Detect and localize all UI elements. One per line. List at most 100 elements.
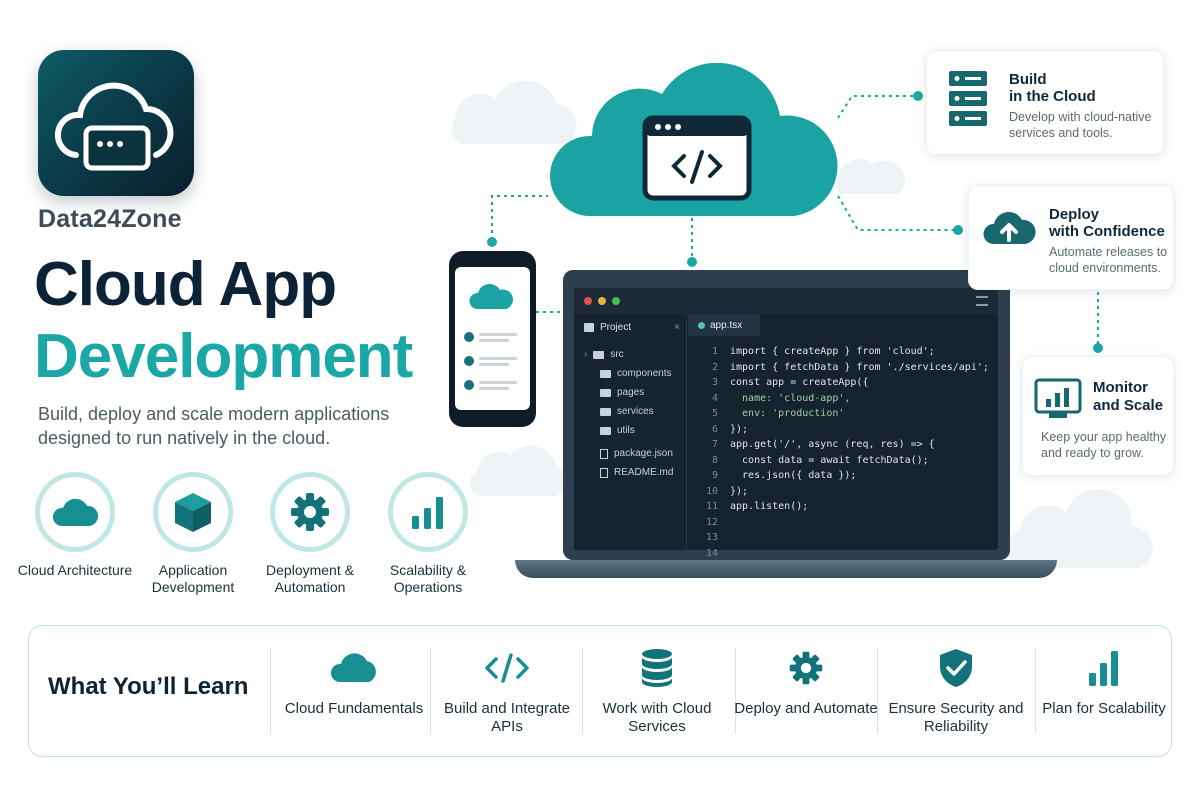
cube-icon — [175, 493, 211, 532]
shield-check-icon — [940, 649, 972, 687]
feature-label: Application Development — [151, 562, 235, 595]
project-label: Project — [600, 322, 632, 333]
divider — [430, 648, 431, 734]
code-line: env: 'production' — [730, 408, 845, 419]
minimize-window-dot[interactable] — [598, 297, 606, 305]
learn-item-build-integrate-apis: Build and Integrate APIs — [432, 648, 582, 736]
line-number: 10 — [705, 485, 718, 497]
brand-logo — [38, 50, 194, 196]
tree-item-package-json[interactable]: package.json — [584, 444, 673, 463]
code-line: }); — [730, 485, 749, 497]
line-number: 6 — [711, 423, 718, 435]
maximize-window-dot[interactable] — [612, 297, 620, 305]
card-title-line2: and Scale — [1093, 397, 1164, 414]
tree-item-label: package.json — [614, 448, 673, 459]
file-icon — [600, 467, 608, 478]
tree-item-services[interactable]: services — [584, 402, 673, 421]
feature-scalability-operations: Scalability & Operations — [369, 472, 487, 596]
line-number: 12 — [705, 516, 718, 528]
tree-item-label: utils — [617, 425, 635, 436]
learn-item-label: Deploy and Automate — [734, 700, 878, 717]
card-description: Automate releases to cloud environments. — [1049, 245, 1168, 275]
card-title-line1: Deploy — [1049, 206, 1100, 223]
line-number: 11 — [705, 501, 718, 512]
line-number: 2 — [711, 361, 718, 373]
cloud-window-icon — [54, 82, 174, 171]
learn-item-label: Ensure Security and Reliability — [888, 700, 1024, 735]
file-icon — [600, 448, 608, 459]
learn-item-label: Cloud Fundamentals — [284, 700, 424, 717]
bar-chart-icon — [412, 497, 443, 529]
tab-label: app.tsx — [710, 319, 743, 331]
folder-icon — [600, 426, 611, 435]
folder-icon — [584, 323, 594, 332]
tree-item-src[interactable]: ›src — [584, 345, 673, 364]
menu-icon[interactable] — [976, 296, 988, 306]
gear-icon — [291, 493, 329, 531]
line-number: 13 — [705, 532, 718, 543]
divider — [735, 648, 736, 734]
card-description: Keep your app healthy and ready to grow. — [1041, 430, 1167, 460]
close-icon[interactable]: × — [674, 322, 680, 333]
tab-app-tsx[interactable]: app.tsx — [688, 314, 760, 336]
card-title-line1: Build — [1009, 71, 1047, 88]
feature-cloud-architecture: Cloud Architecture — [16, 472, 134, 579]
code-line: app.listen(); — [730, 501, 809, 512]
divider — [270, 648, 271, 734]
gear-icon — [789, 651, 823, 685]
tree-item-label: components — [617, 368, 672, 379]
card-build-in-the-cloud: Build in the Cloud Develop with cloud-na… — [926, 50, 1164, 155]
card-deploy-with-confidence: Deploy with Confidence Automate releases… — [968, 185, 1174, 290]
feature-label: Cloud Architecture — [17, 562, 133, 578]
code-editor: Project × ›src components pages services… — [574, 288, 998, 559]
code-line: }); — [730, 423, 749, 435]
line-number: 3 — [711, 377, 718, 388]
card-title-line2: with Confidence — [1049, 223, 1165, 240]
project-header[interactable]: Project — [584, 322, 631, 333]
code-line: import { fetchData } from './services/ap… — [730, 361, 989, 373]
database-icon — [642, 649, 672, 687]
code-line: import { createApp } from 'cloud'; — [730, 346, 935, 357]
learn-item-work-with-cloud-services: Work with Cloud Services — [582, 648, 732, 736]
line-number: 4 — [711, 392, 718, 404]
line-number: 7 — [711, 439, 718, 450]
tree-item-label: pages — [617, 387, 645, 398]
code-line: app.get('/', async (req, res) => { — [730, 439, 935, 450]
divider — [1035, 648, 1036, 734]
code-line: const app = createApp({ — [730, 377, 869, 388]
learn-title: What You’ll Learn — [48, 673, 249, 700]
bar-chart-icon — [1089, 651, 1118, 686]
hero-cloud-code-icon — [549, 62, 838, 216]
learn-item-label: Work with Cloud Services — [602, 700, 712, 735]
line-number: 8 — [711, 454, 718, 466]
server-icon — [949, 71, 987, 126]
feature-ring — [388, 472, 468, 552]
feature-ring — [270, 472, 350, 552]
phone-app-illustration — [464, 284, 517, 390]
monitor-chart-icon — [1034, 378, 1082, 418]
tree-item-pages[interactable]: pages — [584, 383, 673, 402]
line-numbers: 1 2 3 4 5 6 7 8 9 10 11 12 13 14 — [688, 344, 718, 561]
learn-item-label: Plan for Scalability — [1042, 700, 1166, 717]
feature-ring — [153, 472, 233, 552]
code-area[interactable]: import { createApp } from 'cloud'; impor… — [730, 344, 996, 515]
folder-icon — [600, 407, 611, 416]
learn-item-label: Build and Integrate APIs — [444, 700, 570, 735]
tree-item-components[interactable]: components — [584, 364, 673, 383]
close-window-dot[interactable] — [584, 297, 592, 305]
tree-item-readme[interactable]: README.md — [584, 463, 673, 482]
what-youll-learn-panel — [28, 625, 1172, 757]
laptop-base — [515, 560, 1057, 578]
chevron-right-icon: › — [584, 349, 588, 360]
hero-title-line1: Cloud App — [34, 250, 337, 319]
tree-item-utils[interactable]: utils — [584, 421, 673, 440]
folder-icon — [593, 350, 605, 359]
brand-name: Data24Zone — [38, 205, 182, 233]
feature-application-development: Application Development — [134, 472, 252, 596]
card-monitor-and-scale: Monitor and Scale Keep your app healthy … — [1022, 356, 1174, 476]
file-tree: ›src components pages services utils pac… — [584, 345, 673, 482]
divider — [877, 648, 878, 734]
hero-title-line2: Development — [34, 322, 413, 391]
card-title-line2: in the Cloud — [1009, 88, 1096, 105]
cloud-icon — [330, 653, 376, 682]
